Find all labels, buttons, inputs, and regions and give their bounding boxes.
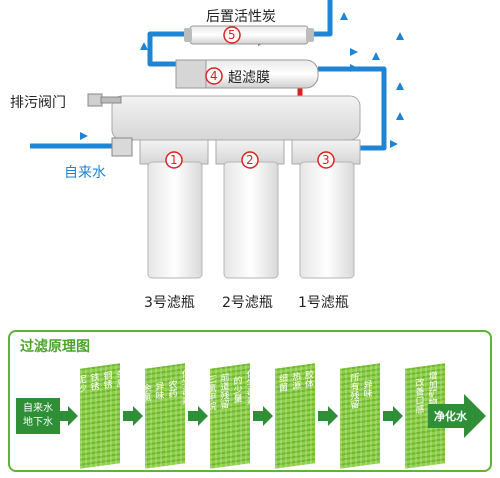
filter-sheet: 泥沙铁锈铜锈杂质	[80, 363, 120, 469]
label-bottle-1: 1号滤瓶	[298, 295, 349, 311]
sheet-text: 铜锈	[101, 370, 112, 390]
input-box: 自来水 地下水	[16, 398, 60, 434]
sheet-text: 化学毒素	[179, 368, 186, 406]
circle-1	[165, 151, 183, 169]
label-post-carbon: 后置活性炭	[206, 9, 276, 25]
sheet-text: 细菌	[277, 373, 287, 393]
sheet-text: 余氯	[145, 383, 151, 403]
sheet-text: 异味	[153, 381, 164, 401]
filter-sheet: 三氯甲烷前道残留的少量化学毒素	[210, 363, 250, 469]
sheet-text: 前道残留	[218, 372, 229, 410]
circle-2	[241, 151, 259, 169]
process-panel: 过滤原理图 自来水 地下水 泥沙铁锈铜锈杂质余氯异味农药化学毒素三氯甲烷前道残留…	[8, 330, 492, 472]
filter-sheet: 细菌热源胶体	[275, 363, 315, 469]
sheet-text: 热源	[290, 371, 300, 391]
sheet-text: 化学毒素	[244, 368, 251, 406]
process-arrow	[253, 406, 273, 426]
flow-arrows	[80, 12, 404, 148]
input-line-1: 自来水	[23, 403, 53, 414]
sheet-text: 铁锈	[88, 372, 99, 392]
input-line-2: 地下水	[23, 417, 53, 428]
label-bottle-3: 3号滤瓶	[144, 295, 195, 311]
circle-4	[205, 67, 223, 85]
num-5: 5	[228, 28, 236, 42]
process-arrow	[123, 406, 143, 426]
label-tap-water: 自来水	[64, 165, 106, 181]
number-circles	[165, 26, 335, 169]
inlet-fitting	[111, 137, 133, 157]
sheet-text: 胶体	[303, 369, 313, 389]
filter-sheet: 所有残留异味	[340, 363, 380, 469]
bottles	[139, 139, 361, 279]
sheet-text: 所有残留	[348, 372, 359, 410]
label-drain-valve: 排污阀门	[10, 95, 66, 111]
drain-valve	[87, 93, 103, 107]
sheet-text: 异味	[361, 379, 372, 399]
num-2: 2	[246, 153, 254, 167]
carbon-tube	[189, 25, 309, 45]
process-arrow	[188, 406, 208, 426]
circle-3	[317, 151, 335, 169]
output-label: 净化水	[434, 410, 467, 423]
process-arrow	[318, 406, 338, 426]
process-title: 过滤原理图	[20, 339, 90, 355]
num-3: 3	[322, 153, 330, 167]
process-arrow	[383, 406, 403, 426]
output-arrow	[428, 394, 486, 438]
pipe-outlet	[307, 0, 333, 37]
sheet-text: 改善口感	[413, 376, 424, 415]
pipe-carbon-in	[147, 31, 190, 67]
num-4: 4	[210, 69, 218, 83]
label-uf-membrane: 超滤膜	[228, 70, 270, 86]
sheet-text: 农药	[166, 379, 177, 399]
circle-5	[223, 26, 241, 44]
water-filter-diagram	[30, 0, 404, 279]
manifold	[111, 95, 361, 141]
sheet-text: 的少量	[231, 374, 242, 404]
filter-sheet: 余氯异味农药化学毒素	[145, 363, 185, 469]
label-bottle-2: 2号滤瓶	[222, 295, 273, 311]
sheet-text: 杂质	[114, 368, 121, 388]
process-arrow	[58, 406, 78, 426]
num-1: 1	[170, 153, 178, 167]
sheet-text: 泥沙	[80, 374, 86, 394]
sheet-text: 三氯甲烷	[210, 374, 216, 412]
